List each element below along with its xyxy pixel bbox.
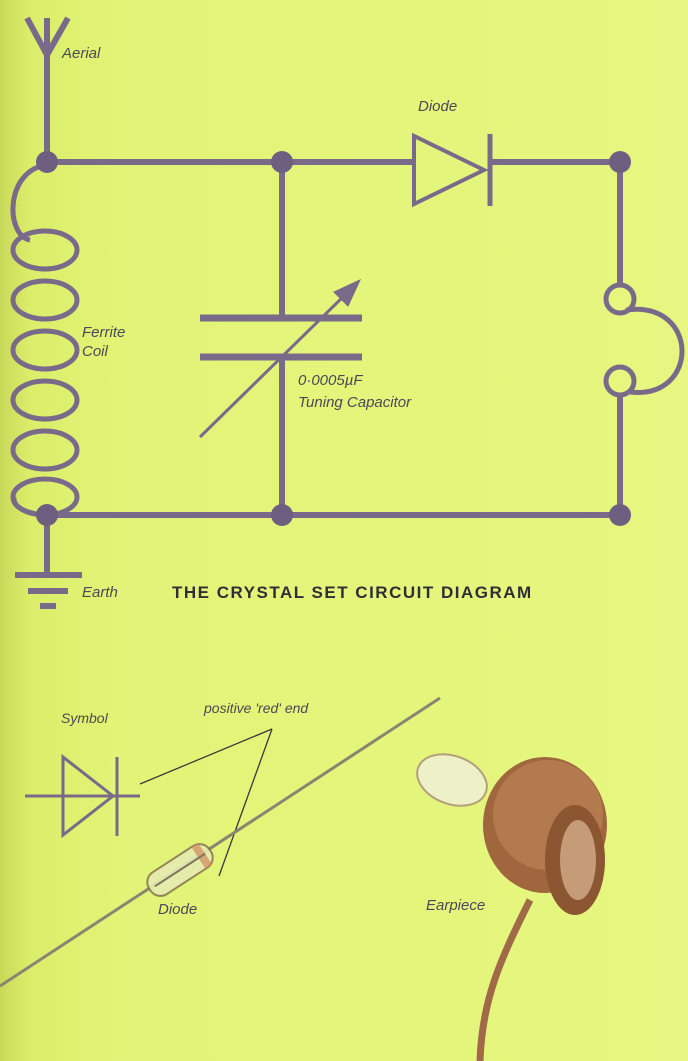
junction-dots [36, 151, 631, 526]
ferrite-coil-label-line1: Ferrite [82, 324, 126, 341]
junction-dot [609, 504, 631, 526]
diagram-title: THE CRYSTAL SET CIRCUIT DIAGRAM [172, 583, 533, 602]
earth-label: Earth [82, 584, 118, 601]
capacitor-name-label: Tuning Capacitor [298, 394, 412, 411]
positive-end-label: positive 'red' end [204, 700, 309, 716]
ferrite-coil-label-line2: Coil [82, 343, 108, 360]
capacitor-value-label: 0·0005µF [298, 372, 363, 389]
earth-ground-icon [15, 515, 82, 609]
junction-dot [609, 151, 631, 173]
diode-symbol-small-icon [25, 753, 140, 839]
junction-dot [271, 151, 293, 173]
junction-dot [271, 504, 293, 526]
pointer-lines [139, 728, 273, 877]
earpiece-photo-icon [416, 753, 607, 1061]
diode-photo-label: Diode [158, 901, 198, 918]
earpiece-label: Earpiece [426, 897, 486, 914]
diode-photo-icon [0, 696, 441, 988]
junction-dot [36, 504, 58, 526]
diode-symbol-icon [412, 132, 493, 208]
symbol-label: Symbol [61, 710, 108, 726]
aerial-icon [24, 16, 71, 162]
variable-capacitor-icon [198, 278, 362, 439]
junction-dot [36, 151, 58, 173]
aerial-label: Aerial [62, 45, 101, 62]
ferrite-coil-icon [10, 162, 80, 518]
earphone-symbol-icon [603, 282, 685, 398]
diode-label: Diode [418, 98, 458, 115]
